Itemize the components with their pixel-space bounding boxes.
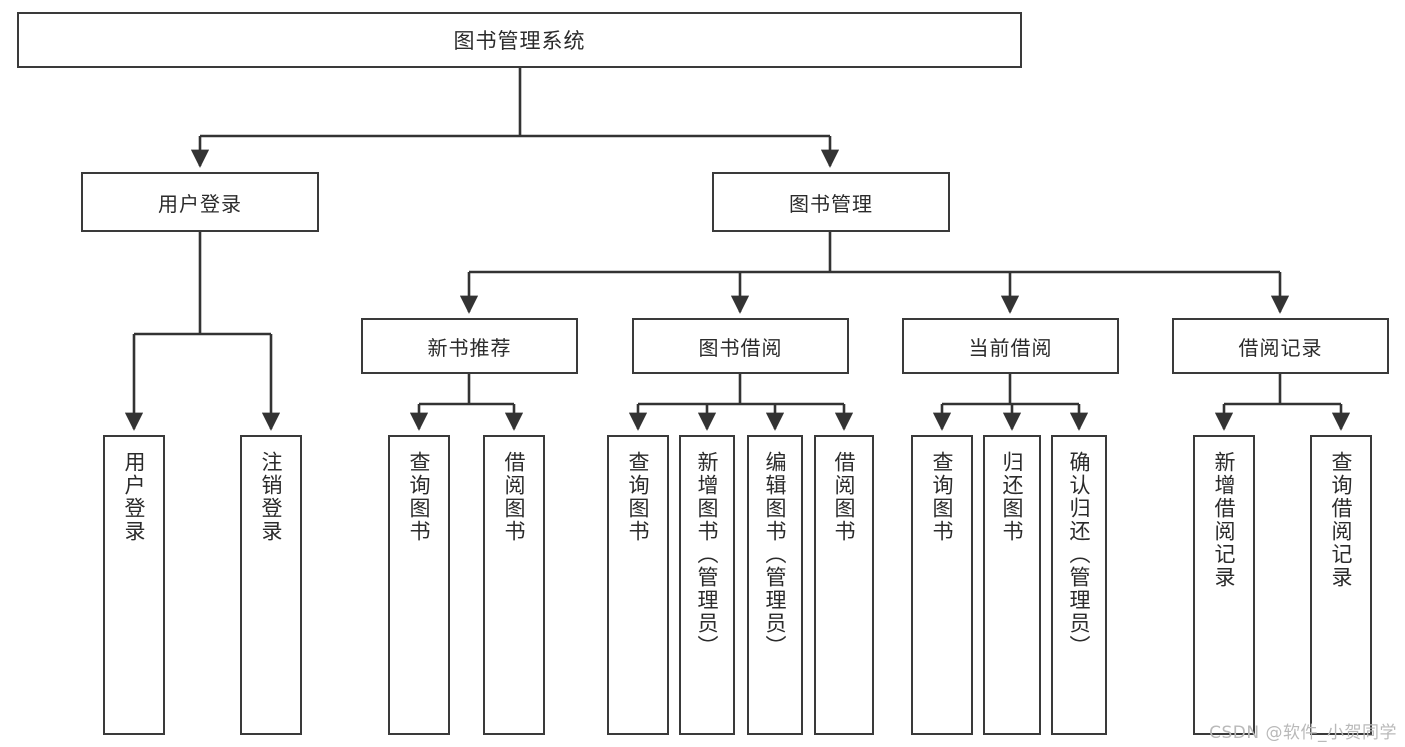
watermark: CSDN @软件_小贺同学 [1209, 723, 1397, 743]
node-borrow-record[interactable]: 借阅记录 [1172, 318, 1389, 374]
node-book-manage[interactable]: 图书管理 [712, 172, 950, 232]
node-new-book-recommend-label: 新书推荐 [427, 335, 512, 360]
node-leaf-edit-book[interactable]: 编辑图书（管理员） [747, 435, 803, 735]
node-book-borrow-label: 图书借阅 [698, 335, 783, 360]
node-leaf-return-book[interactable]: 归还图书 [983, 435, 1041, 735]
node-leaf-edit-book-label: 编辑图书（管理员） [763, 451, 788, 658]
node-leaf-query-book-3-label: 查询图书 [930, 451, 955, 543]
node-leaf-add-record[interactable]: 新增借阅记录 [1193, 435, 1255, 735]
node-leaf-add-book[interactable]: 新增图书（管理员） [679, 435, 735, 735]
node-new-book-recommend[interactable]: 新书推荐 [361, 318, 578, 374]
node-leaf-logout-label: 注销登录 [259, 451, 284, 543]
node-current-borrow-label: 当前借阅 [968, 335, 1053, 360]
node-user-login[interactable]: 用户登录 [81, 172, 319, 232]
node-book-borrow[interactable]: 图书借阅 [632, 318, 849, 374]
node-leaf-borrow-book-1[interactable]: 借阅图书 [483, 435, 545, 735]
node-leaf-borrow-book-2[interactable]: 借阅图书 [814, 435, 874, 735]
node-leaf-query-book-1[interactable]: 查询图书 [388, 435, 450, 735]
node-leaf-query-book-2[interactable]: 查询图书 [607, 435, 669, 735]
node-leaf-add-record-label: 新增借阅记录 [1212, 451, 1237, 589]
node-leaf-borrow-book-2-label: 借阅图书 [832, 451, 857, 543]
node-leaf-query-book-3[interactable]: 查询图书 [911, 435, 973, 735]
node-leaf-query-book-2-label: 查询图书 [626, 451, 651, 543]
node-leaf-query-record-label: 查询借阅记录 [1329, 451, 1354, 589]
node-leaf-borrow-book-1-label: 借阅图书 [502, 451, 527, 543]
node-user-login-label: 用户登录 [158, 191, 242, 216]
node-leaf-add-book-label: 新增图书（管理员） [695, 451, 720, 658]
node-leaf-confirm-return[interactable]: 确认归还（管理员） [1051, 435, 1107, 735]
node-root-label: 图书管理系统 [453, 29, 586, 53]
node-current-borrow[interactable]: 当前借阅 [902, 318, 1119, 374]
node-root[interactable]: 图书管理系统 [17, 12, 1022, 68]
node-leaf-query-record[interactable]: 查询借阅记录 [1310, 435, 1372, 735]
node-leaf-confirm-return-label: 确认归还（管理员） [1067, 451, 1092, 658]
node-leaf-user-login[interactable]: 用户登录 [103, 435, 165, 735]
node-borrow-record-label: 借阅记录 [1238, 335, 1323, 360]
node-leaf-return-book-label: 归还图书 [1000, 451, 1025, 543]
node-leaf-logout[interactable]: 注销登录 [240, 435, 302, 735]
node-leaf-query-book-1-label: 查询图书 [407, 451, 432, 543]
node-leaf-user-login-label: 用户登录 [122, 451, 147, 543]
node-book-manage-label: 图书管理 [789, 191, 873, 216]
